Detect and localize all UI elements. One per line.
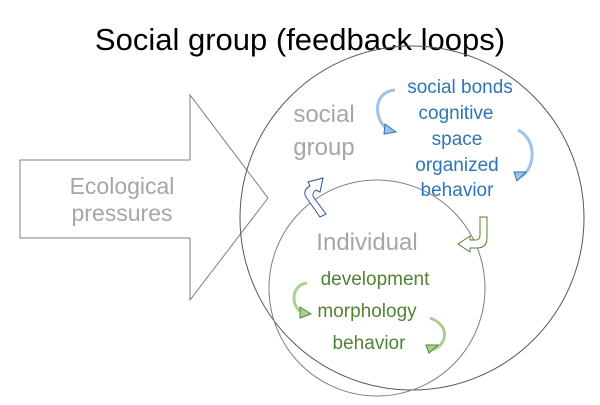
curved-arrow-icon — [376, 88, 396, 132]
social-item: social bonds — [407, 77, 513, 98]
social-item: organized — [415, 155, 498, 176]
individual-item: morphology — [317, 301, 417, 322]
individual-item: behavior — [333, 333, 407, 354]
group-to-individual-arrow-icon — [457, 216, 488, 253]
arrowhead-icon — [383, 123, 398, 135]
individual-circle — [268, 179, 486, 397]
social-item: space — [432, 129, 483, 150]
arrowhead-icon — [299, 306, 313, 319]
social-group-label-line1: social — [293, 101, 354, 128]
social-group-label-line2: group — [293, 134, 354, 161]
title: Social group (feedback loops) — [95, 22, 505, 57]
curved-arrow-icon — [517, 128, 534, 179]
ecological-pressures-arrow — [19, 93, 269, 302]
curved-arrow-icon — [429, 316, 446, 352]
social-item: cognitive — [419, 103, 494, 124]
arrow-label-line1: Ecological — [70, 173, 175, 199]
individual-to-group-arrow-icon — [304, 177, 327, 218]
individual-item: development — [321, 269, 431, 290]
arrow-label-line2: pressures — [72, 200, 173, 226]
individual-label: Individual — [316, 229, 417, 256]
arrowhead-icon — [425, 344, 440, 354]
social-item: behavior — [421, 180, 495, 201]
arrowhead-icon — [513, 171, 528, 182]
